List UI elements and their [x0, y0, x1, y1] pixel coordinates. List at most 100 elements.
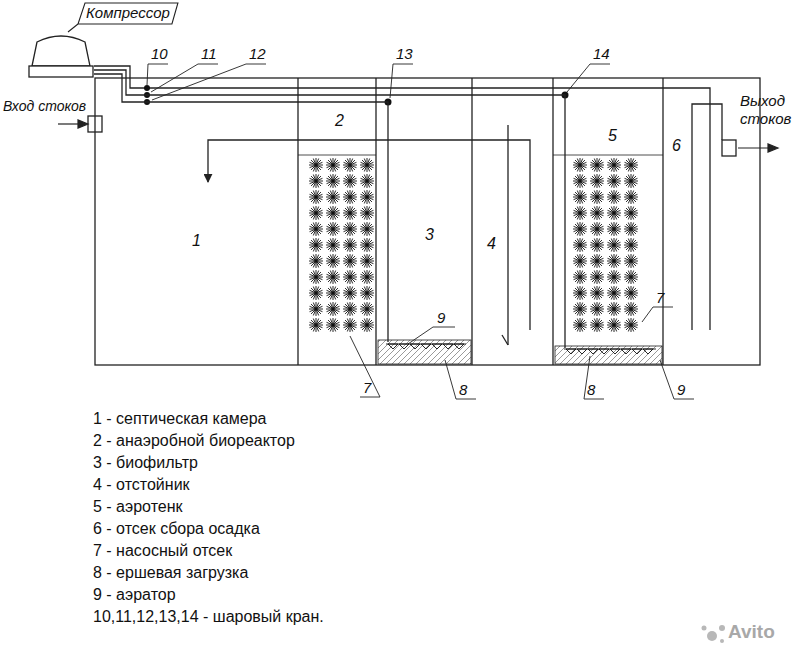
chamber: 6 [664, 106, 690, 364]
brush-loading [574, 290, 587, 295]
baffle [507, 125, 508, 345]
compressor-shape [28, 30, 94, 78]
brush-loading [361, 306, 374, 311]
brush-loading [625, 178, 638, 183]
watermark-dot [720, 639, 724, 643]
brush-loading [591, 258, 604, 263]
compressor-body [32, 36, 90, 66]
brush-loading [591, 210, 604, 215]
brush-loading [310, 306, 323, 311]
brush-loading [361, 178, 374, 183]
flow-label: Выход стоков [740, 92, 802, 128]
aerator [432, 344, 442, 349]
brush-loading [344, 322, 357, 327]
brush-loading [344, 194, 357, 199]
aerator-zone [555, 346, 662, 364]
brush-loading [310, 290, 323, 295]
brush-loading [591, 306, 604, 311]
legend-line: 2 - анаэробной биореактор [93, 432, 295, 450]
water-level [298, 155, 376, 156]
brush-loading [574, 306, 587, 311]
legend-line: 7 - насосный отсек [93, 542, 232, 560]
brush-loading [591, 178, 604, 183]
callout-number: 12 [249, 45, 266, 63]
legend-line: 3 - биофильтр [93, 454, 198, 472]
watermark-dot [707, 631, 717, 641]
ball-valve [144, 85, 150, 91]
legend-line: 4 - отстойник [93, 476, 190, 494]
brush-loading [327, 162, 340, 167]
brush-loading [625, 162, 638, 167]
brush-loading [625, 290, 638, 295]
brush-loading [625, 210, 638, 215]
watermark: Avito [728, 623, 775, 641]
baffle [502, 335, 508, 345]
aerator [566, 349, 576, 354]
leader-line [584, 356, 604, 399]
callout-number: 14 [593, 45, 610, 63]
aerator [388, 344, 398, 349]
partition [471, 78, 472, 365]
aerator [621, 349, 631, 354]
callout-number: 10 [151, 45, 168, 63]
brush-loading [591, 274, 604, 279]
air-pipe [94, 74, 388, 106]
aerator [564, 349, 656, 350]
outlet-pipe [692, 104, 722, 160]
airlift-pipe [208, 140, 530, 182]
aerator [643, 349, 653, 354]
chamber: 1 [96, 182, 297, 364]
air-pipe [94, 70, 565, 106]
leader-line [390, 64, 413, 98]
brush-loading [591, 290, 604, 295]
brush-loading [327, 194, 340, 199]
brush-loading [625, 194, 638, 199]
brush-loading [344, 210, 357, 215]
brush-loading [591, 194, 604, 199]
brush-loading [327, 226, 340, 231]
partition [552, 78, 553, 365]
airlift-tube [529, 150, 530, 330]
leader-line [660, 360, 694, 399]
brush-loading [608, 306, 621, 311]
brush-loading [361, 322, 374, 327]
brush-loading [625, 226, 638, 231]
chamber-number: 6 [672, 137, 681, 155]
callout-number: 7 [656, 289, 664, 307]
brush-loading [608, 242, 621, 247]
partition [375, 78, 376, 365]
aerator [632, 349, 642, 354]
brush-loading [608, 274, 621, 279]
leader-line [567, 64, 610, 92]
air-pipe [564, 106, 565, 348]
brush-loading [574, 258, 587, 263]
brush-loading [591, 226, 604, 231]
aerator [577, 349, 587, 354]
chamber-number: 4 [487, 235, 496, 253]
watermark-dot [702, 626, 707, 631]
aerator [443, 344, 453, 349]
brush-loading [574, 194, 587, 199]
water-level [553, 155, 663, 156]
brush-loading [608, 194, 621, 199]
brush-loading [625, 242, 638, 247]
brush-loading [327, 274, 340, 279]
brush-loading [310, 274, 323, 279]
brush-loading [574, 162, 587, 167]
brush-loading [574, 322, 587, 327]
brush-loading [310, 162, 323, 167]
brush-loading [344, 306, 357, 311]
brush-loading [574, 274, 587, 279]
brush-loading [344, 258, 357, 263]
outlet-arrow [738, 147, 772, 148]
brush-loading [591, 322, 604, 327]
aerator [386, 344, 466, 345]
brush-loading [310, 258, 323, 263]
partition [662, 78, 663, 365]
brush-loading [361, 226, 374, 231]
legend-line: 5 - аэротенк [93, 498, 183, 516]
brush-loading [361, 194, 374, 199]
brush-loading [344, 178, 357, 183]
compressor-base [29, 66, 93, 77]
brush-loading [327, 178, 340, 183]
